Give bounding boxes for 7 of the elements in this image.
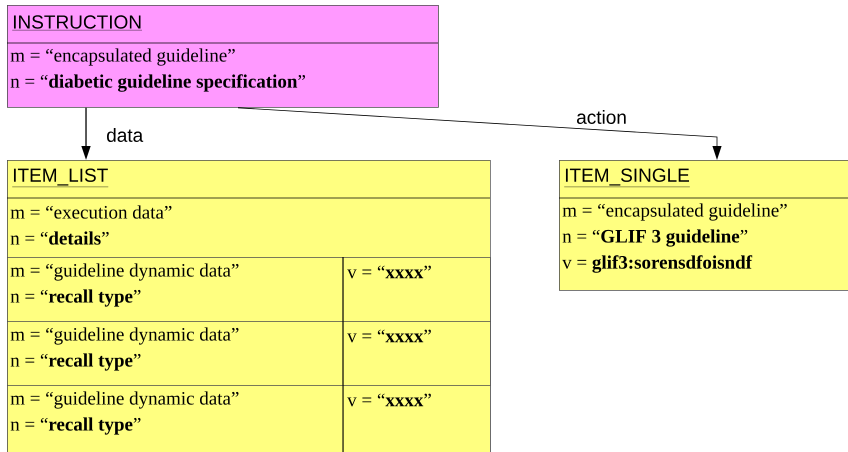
table-row: m = “guideline dynamic data” n = “recall type” v = “xxxx” (7, 257, 491, 322)
class-box: INSTRUCTION m = “encapsulated guideline” n = “diabetic guideline specification” (6, 5, 439, 108)
edge-label: data (107, 128, 144, 142)
table-row: m = “guideline dynamic data” n = “recall type” v = “xxxx” (7, 385, 491, 452)
edge-label: action (577, 110, 626, 124)
table-row: m = “guideline dynamic data” n = “recall type” v = “xxxx” (7, 321, 491, 386)
class-box: ITEM_SINGLE m = “encapsulated guideline” n = “GLIF 3 guideline” v = glif3:sorensdfoisndf (558, 160, 848, 291)
